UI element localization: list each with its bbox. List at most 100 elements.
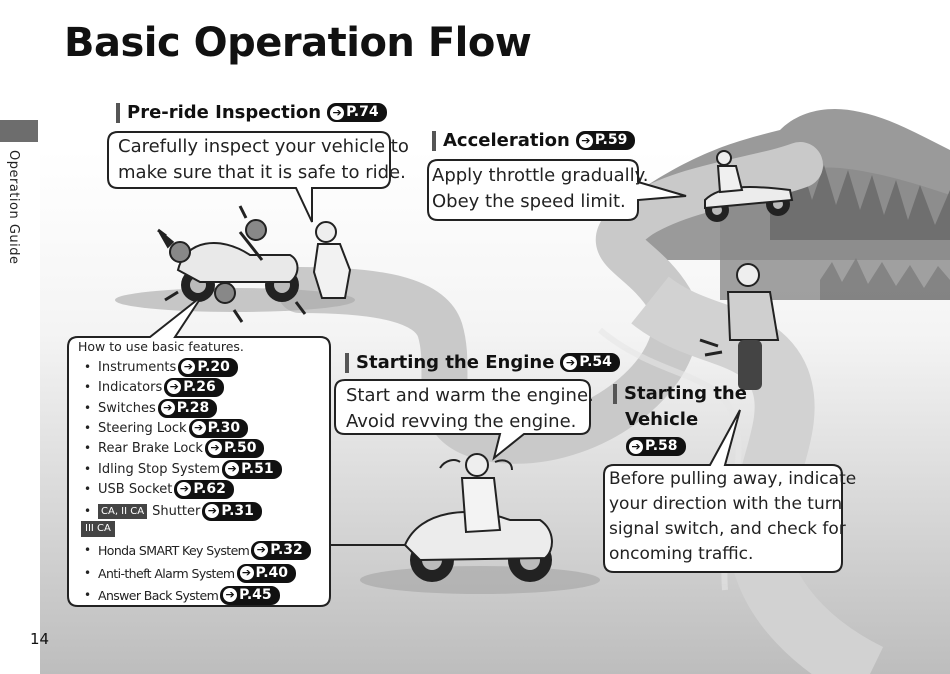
feature-label: Honda SMART Key System	[98, 542, 250, 558]
feature-label: Steering Lock	[98, 420, 187, 436]
arrow-right-icon: ➔	[207, 441, 222, 455]
feature-page-ref[interactable]: ➔P.31	[202, 501, 262, 521]
feature-ref-text: P.62	[193, 480, 226, 497]
features-title: How to use basic features.	[78, 339, 244, 354]
feature-ref-text: P.28	[176, 399, 210, 416]
feature-label: Shutter	[152, 503, 201, 519]
feature-page-ref[interactable]: ➔P.50	[204, 438, 265, 458]
feature-ref-text: P.32	[270, 541, 303, 558]
starting-vehicle-heading-2: Vehicle	[625, 409, 698, 430]
feature-label: Switches	[98, 400, 156, 416]
feature-ref-text: P.50	[223, 439, 257, 456]
feature-page-ref[interactable]: ➔P.45	[220, 585, 280, 605]
inspector-figure	[312, 221, 352, 299]
page-number: 14	[30, 630, 50, 648]
arrow-right-icon: ➔	[254, 543, 269, 557]
feature-item[interactable]: • USB Socket ➔P.62	[84, 479, 234, 499]
feature-label: Indicators	[98, 379, 163, 395]
feature-page-ref[interactable]: ➔P.62	[174, 479, 234, 499]
acceleration-text: Apply throttle gradually. Obey the speed…	[432, 163, 648, 215]
feature-item[interactable]: • Steering Lock ➔P.30	[84, 418, 249, 438]
feature-page-ref[interactable]: ➔P.26	[164, 377, 224, 397]
feature-page-ref[interactable]: ➔P.20	[178, 357, 238, 377]
arrow-right-icon: ➔	[181, 360, 196, 374]
feature-ref-text: P.30	[207, 419, 241, 436]
acceleration-heading-text: Acceleration	[443, 130, 570, 151]
arrow-right-icon: ➔	[205, 504, 220, 518]
feature-item[interactable]: • Rear Brake Lock ➔P.50	[84, 438, 265, 458]
starting-vehicle-text: Before pulling away, indicate your direc…	[609, 467, 856, 567]
starting-vehicle-heading-line2: Vehicle	[625, 409, 699, 430]
pre-ride-page-ref[interactable]: ➔P.74	[327, 103, 387, 122]
inspection-arrows	[157, 205, 307, 323]
feature-page-ref[interactable]: ➔P.51	[222, 459, 282, 479]
model-section-badge: III CA	[81, 521, 115, 537]
road-right	[631, 275, 884, 674]
starting-vehicle-bubble	[603, 409, 843, 573]
acceleration-rider	[704, 150, 794, 222]
starting-engine-text-line1: Start and warm the engine.	[346, 385, 594, 406]
feature-ref-text: P.40	[255, 564, 289, 581]
acceleration-page-ref[interactable]: ➔P.59	[575, 131, 636, 150]
arrow-right-icon: ➔	[167, 380, 182, 394]
starting-scooter	[403, 453, 553, 582]
heading-bar	[116, 102, 120, 123]
pre-ride-text: Carefully inspect your vehicle to make s…	[118, 134, 409, 186]
feature-ref-text: P.26	[183, 378, 216, 395]
feature-label: Rear Brake Lock	[98, 440, 203, 456]
starting-vehicle-text-line2: your direction with the turn	[609, 494, 843, 514]
inspection-scooter	[169, 219, 299, 304]
feature-ref-text: P.20	[197, 358, 230, 375]
feature-item[interactable]: • CA, II CA Shutter ➔P.31	[84, 501, 262, 521]
starting-engine-text-line2: Avoid revving the engine.	[346, 411, 577, 432]
pre-ride-heading: Pre-ride Inspection ➔P.74	[116, 102, 387, 123]
feature-page-ref[interactable]: ➔P.32	[251, 540, 311, 560]
section-side-label: Operation Guide	[6, 150, 21, 265]
starting-vehicle-ref-text: P.58	[645, 438, 678, 454]
page-title: Basic Operation Flow	[64, 20, 532, 66]
acceleration-bubble	[427, 159, 687, 221]
arrow-right-icon: ➔	[330, 105, 345, 120]
feature-item[interactable]: • Instruments ➔P.20	[84, 357, 238, 377]
heading-bar	[613, 383, 617, 404]
feature-label: Anti-theft Alarm System	[98, 565, 235, 581]
feature-item[interactable]: • Answer Back System ➔P.45	[84, 585, 280, 605]
model-badge: CA, II CA	[98, 503, 148, 519]
starting-engine-heading-text: Starting the Engine	[356, 352, 555, 373]
starting-engine-heading: Starting the Engine ➔P.54	[345, 352, 620, 373]
arrow-right-icon: ➔	[578, 133, 593, 148]
departing-rider	[699, 263, 780, 390]
acceleration-text-line1: Apply throttle gradually.	[432, 165, 649, 186]
road	[277, 142, 823, 464]
feature-page-ref[interactable]: ➔P.40	[236, 563, 296, 583]
starting-engine-ref-text: P.54	[579, 354, 612, 370]
starting-vehicle-text-line3: signal switch, and check for	[609, 519, 846, 539]
arrow-right-icon: ➔	[225, 462, 240, 476]
acceleration-text-line2: Obey the speed limit.	[432, 191, 626, 212]
arrow-right-icon: ➔	[629, 439, 643, 454]
pre-ride-text-line1: Carefully inspect your vehicle to	[118, 136, 409, 157]
shadow	[360, 566, 600, 594]
starting-vehicle-heading-line1: Starting the	[624, 383, 747, 404]
feature-page-ref[interactable]: ➔P.30	[188, 418, 249, 438]
pre-ride-text-line2: make sure that it is safe to ride.	[118, 162, 406, 183]
feature-item[interactable]: • Anti-theft Alarm System ➔P.40	[84, 563, 296, 583]
starting-engine-bubble	[334, 379, 591, 461]
starting-vehicle-heading: Starting the	[613, 383, 747, 404]
starting-engine-page-ref[interactable]: ➔P.54	[560, 353, 620, 372]
feature-page-ref[interactable]: ➔P.28	[157, 398, 218, 418]
feature-item[interactable]: • Indicators ➔P.26	[84, 377, 224, 397]
acceleration-ref-text: P.59	[594, 132, 628, 148]
feature-item[interactable]: • Idling Stop System ➔P.51	[84, 459, 282, 479]
pre-ride-ref-text: P.74	[346, 104, 379, 120]
feature-item[interactable]: • Switches ➔P.28	[84, 398, 218, 418]
arrow-right-icon: ➔	[177, 482, 192, 496]
starting-vehicle-page-ref[interactable]: ➔P.58	[626, 437, 686, 456]
feature-item[interactable]: • Honda SMART Key System ➔P.32	[84, 540, 311, 560]
section-tab-marker	[0, 120, 38, 142]
pre-ride-bubble	[107, 131, 391, 223]
arrow-right-icon: ➔	[191, 421, 206, 435]
arrow-right-icon: ➔	[223, 588, 238, 602]
feature-label: Idling Stop System	[98, 461, 221, 477]
